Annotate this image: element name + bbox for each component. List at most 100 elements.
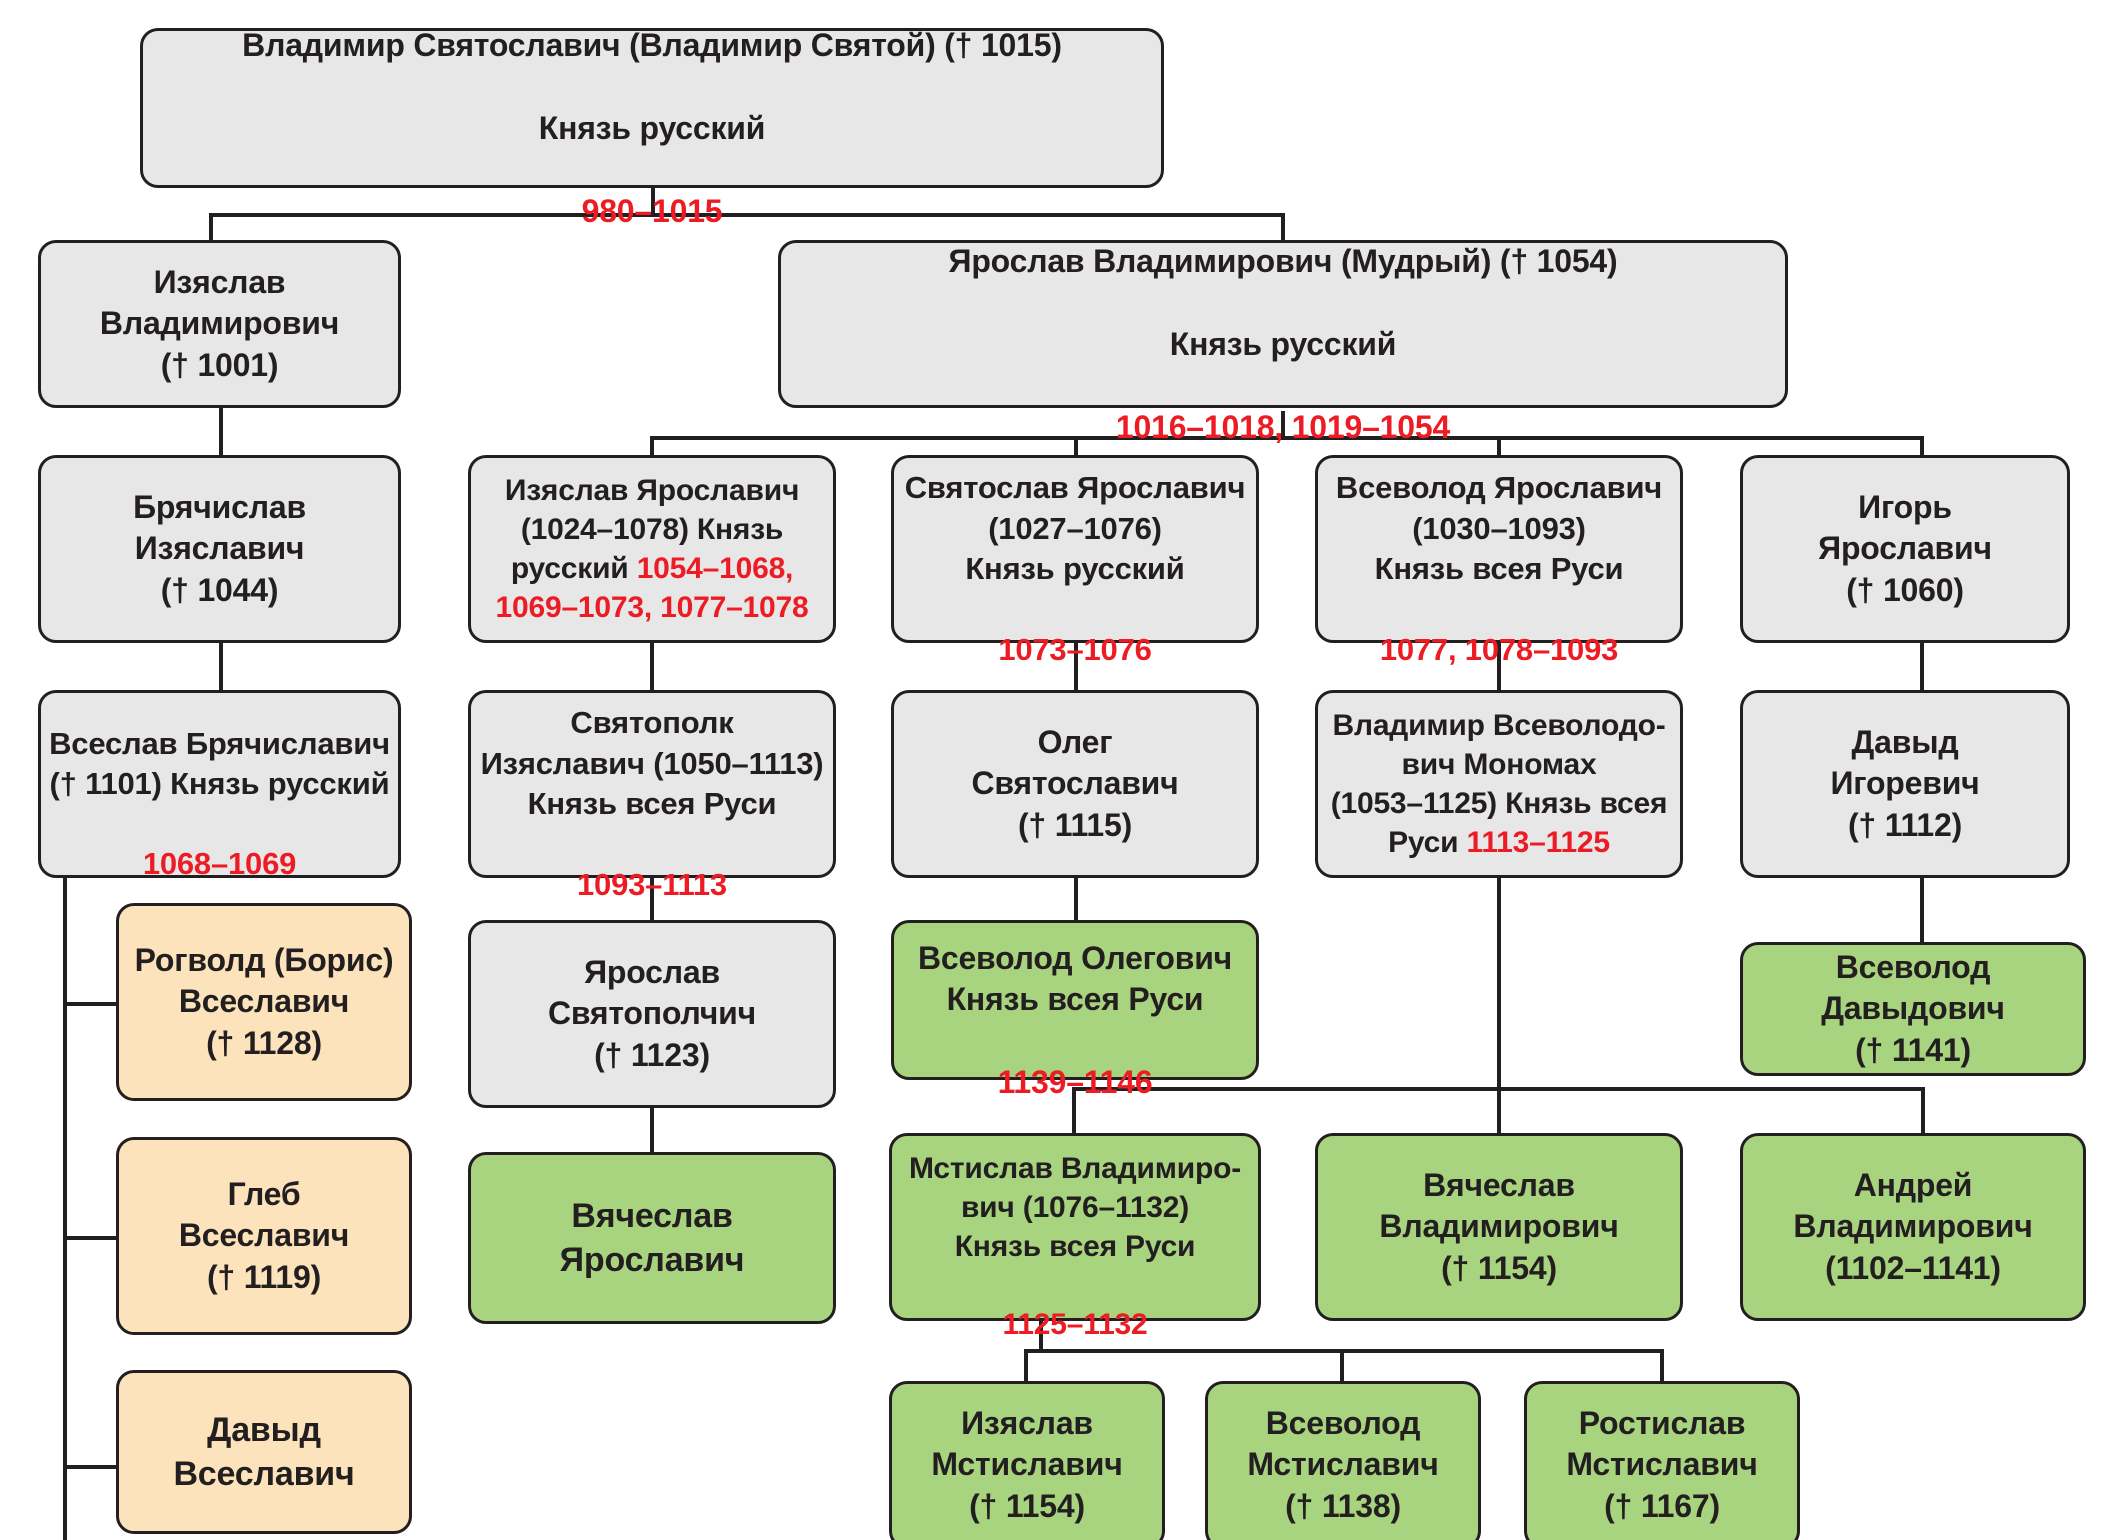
node-name: Святослав Ярославич (1027–1076) Князь ру… bbox=[904, 470, 1246, 586]
node-text: Владимир Всеволодо- вич Мономах (1053–11… bbox=[1326, 706, 1672, 862]
node-text: Святослав Ярославич (1027–1076) Князь ру… bbox=[902, 428, 1248, 670]
node-name: Брячислав Изяславич († 1044) bbox=[133, 488, 306, 608]
connector-to-igor-yar bbox=[1920, 436, 1924, 460]
node-rostislav-mstislavich[interactable]: Ростислав Мстиславич († 1167) bbox=[1524, 1381, 1800, 1540]
connector-vladimir-stem bbox=[651, 186, 655, 215]
node-gleb-vseslavich[interactable]: Глеб Всеславич († 1119) bbox=[116, 1137, 412, 1335]
node-name: Глеб Всеславич († 1119) bbox=[178, 1175, 350, 1295]
node-izyaslav-mstislavich[interactable]: Изяслав Мстиславич († 1154) bbox=[889, 1381, 1165, 1540]
node-rogvolod-boris-vseslavich[interactable]: Рогволд (Борис) Всеславич († 1128) bbox=[116, 903, 412, 1101]
node-name: Ярослав Святополчич († 1123) bbox=[547, 953, 757, 1073]
node-andrey-vladimirovich[interactable]: Андрей Владимирович (1102–1141) bbox=[1740, 1133, 2086, 1321]
connector-to-svyatoslav-yar bbox=[1074, 436, 1078, 460]
node-vsevolod-davydovich[interactable]: Всеволод Давыдович († 1141) bbox=[1740, 942, 2086, 1076]
node-vladimir-monomakh[interactable]: Владимир Всеволодо- вич Мономах (1053–11… bbox=[1315, 690, 1683, 878]
node-name: Давыд Игоревич († 1112) bbox=[1830, 723, 1980, 843]
node-name: Мстислав Владимиро- вич (1076–1132) Княз… bbox=[909, 1152, 1241, 1263]
node-reign: 1113–1125 bbox=[1466, 826, 1611, 859]
node-svyatopolk-izyaslavich[interactable]: Святополк Изяславич (1050–1113) Князь вс… bbox=[468, 690, 836, 902]
connector-vladimir-bus bbox=[209, 213, 1285, 217]
node-vsevolod-yaroslavich[interactable]: Всеволод Ярославич (1030–1093) Князь все… bbox=[1315, 455, 1683, 667]
node-izyaslav-yaroslavich[interactable]: Изяслав Ярославич (1024–1078) Князь русс… bbox=[468, 455, 836, 643]
connector-to-andreyvl bbox=[1921, 1087, 1925, 1135]
connector-to-mstislav bbox=[1072, 1087, 1076, 1135]
node-svyatoslav-yaroslavich[interactable]: Святослав Ярославич (1027–1076) Князь ру… bbox=[891, 455, 1259, 667]
node-name: Изяслав Владимирович († 1001) bbox=[99, 263, 340, 383]
node-vyacheslav-yaroslavich[interactable]: Вячеслав Ярославич bbox=[468, 1152, 836, 1324]
node-vseslav-bryachislavich[interactable]: Всеслав Брячиславич († 1101) Князь русск… bbox=[38, 690, 401, 881]
connector-svyatoslavyar-oleg bbox=[1074, 642, 1078, 692]
node-reign: 1068–1069 bbox=[142, 846, 297, 882]
node-yaroslav-vladimirovich[interactable]: Ярослав Владимирович (Мудрый) († 1054) К… bbox=[778, 240, 1788, 445]
connector-to-izyaslav-yar bbox=[650, 436, 654, 460]
connector-izyaslavyar-svyatopolk bbox=[650, 642, 654, 692]
connector-vseslav-vertical bbox=[63, 865, 67, 1540]
node-name: Владимир Всеволодо- вич Мономах (1053–11… bbox=[1330, 709, 1668, 859]
node-reign: 1073–1076 bbox=[998, 631, 1152, 667]
connector-mstislav-bus bbox=[1024, 1349, 1664, 1353]
node-bryachislav-izyaslavich[interactable]: Брячислав Изяславич († 1044) bbox=[38, 455, 401, 643]
node-title: Князь русский bbox=[1169, 326, 1397, 362]
node-izyaslav-vladimirovich[interactable]: Изяслав Владимирович († 1001) bbox=[38, 240, 401, 408]
node-name: Всеволод Олегович Князь всея Руси bbox=[917, 939, 1233, 1018]
node-igor-yaroslavich[interactable]: Игорь Ярославич († 1060) bbox=[1740, 455, 2070, 643]
node-reign: 1093–1113 bbox=[577, 866, 727, 902]
connector-izyaslavvl-bryachislav bbox=[219, 407, 223, 457]
connector-to-vsevolodmst bbox=[1340, 1349, 1344, 1383]
connector-bryachislav-vseslav bbox=[219, 642, 223, 692]
connector-vseslav-to-rogvolod bbox=[63, 1002, 118, 1006]
node-text: Святополк Изяславич (1050–1113) Князь вс… bbox=[479, 663, 825, 905]
connector-to-yaroslav bbox=[1281, 213, 1285, 242]
connector-igor-davyd bbox=[1920, 642, 1924, 692]
node-reign: 1054–1068, 1069–1073, 1077–1078 bbox=[495, 552, 809, 624]
node-yaroslav-svyatopolchich[interactable]: Ярослав Святополчич († 1123) bbox=[468, 920, 836, 1108]
node-reign: 1139–1146 bbox=[997, 1064, 1153, 1101]
node-name: Андрей Владимирович (1102–1141) bbox=[1793, 1166, 2033, 1286]
node-vladimir-svyatoslavich[interactable]: Владимир Святославич (Владимир Святой) (… bbox=[140, 27, 1164, 229]
node-name: Владимир Святославич (Владимир Святой) (… bbox=[242, 26, 1062, 63]
node-name: Давыд Всеславич bbox=[173, 1410, 355, 1493]
node-davyd-vseslavich[interactable]: Давыд Всеславич bbox=[116, 1370, 412, 1534]
connector-vseslav-to-davyd bbox=[63, 1465, 118, 1469]
node-name: Олег Святославич († 1115) bbox=[971, 723, 1179, 843]
node-oleg-svyatoslavich[interactable]: Олег Святославич († 1115) bbox=[891, 690, 1259, 878]
node-reign: 1016–1018, 1019–1054 bbox=[1115, 409, 1451, 446]
node-davyd-igorevich[interactable]: Давыд Игоревич († 1112) bbox=[1740, 690, 2070, 878]
node-text: Мстислав Владимиро- вич (1076–1132) Княз… bbox=[900, 1110, 1250, 1344]
node-name: Всеволод Мстиславич († 1138) bbox=[1247, 1404, 1439, 1524]
node-text: Изяслав Ярославич (1024–1078) Князь русс… bbox=[479, 471, 825, 627]
node-name: Вячеслав Владимирович († 1154) bbox=[1379, 1166, 1619, 1286]
node-text: Владимир Святославич (Владимир Святой) (… bbox=[151, 0, 1153, 233]
node-name: Изяслав Ярославич (1024–1078) Князь русс… bbox=[504, 474, 800, 585]
node-vsevolod-olegovich[interactable]: Всеволод Олегович Князь всея Руси 1139–1… bbox=[891, 920, 1259, 1100]
node-name: Всеслав Брячиславич († 1101) Князь русск… bbox=[49, 725, 390, 801]
connector-to-rostislavmst bbox=[1660, 1349, 1664, 1383]
connector-davydig-vsevoloddav bbox=[1920, 875, 1924, 944]
node-vyacheslav-vladimirovich[interactable]: Вячеслав Владимирович († 1154) bbox=[1315, 1133, 1683, 1321]
node-name: Святополк Изяславич (1050–1113) Князь вс… bbox=[480, 705, 824, 821]
node-title: Князь русский bbox=[538, 110, 766, 146]
node-name: Ростислав Мстиславич († 1167) bbox=[1566, 1404, 1758, 1524]
node-name: Всеволод Давыдович († 1141) bbox=[1821, 948, 2005, 1068]
connector-vseslav-to-gleb bbox=[63, 1236, 118, 1240]
connector-svyatopolk-yaroslavsv bbox=[650, 875, 654, 922]
connector-mstislav-stem bbox=[1039, 1320, 1043, 1352]
connector-yaroslavsv-vyacheslav bbox=[650, 1106, 654, 1154]
node-name: Игорь Ярославич († 1060) bbox=[1818, 488, 1992, 608]
node-text: Всеволод Олегович Князь всея Руси 1139–1… bbox=[902, 896, 1248, 1104]
node-text: Всеслав Брячиславич († 1101) Князь русск… bbox=[49, 683, 390, 884]
node-vsevolod-mstislavich[interactable]: Всеволод Мстиславич († 1138) bbox=[1205, 1381, 1481, 1540]
node-reign: 1077, 1078–1093 bbox=[1379, 631, 1619, 667]
connector-monomakh-stem bbox=[1497, 875, 1501, 1089]
connector-to-izyaslav-vladimirovich bbox=[209, 213, 213, 242]
node-name: Ярослав Владимирович (Мудрый) († 1054) bbox=[948, 242, 1618, 279]
node-mstislav-vladimirovich[interactable]: Мстислав Владимиро- вич (1076–1132) Княз… bbox=[889, 1133, 1261, 1341]
connector-to-vsevolod-yar bbox=[1497, 436, 1501, 460]
connector-vsevolodyar-monomakh bbox=[1497, 642, 1501, 692]
connector-to-vyacheslavvl bbox=[1497, 1087, 1501, 1135]
node-name: Вячеслав Ярославич bbox=[559, 1196, 745, 1279]
connector-yaroslav-stem bbox=[1281, 411, 1285, 438]
node-reign: 1125–1132 bbox=[1002, 1308, 1148, 1341]
node-name: Рогволд (Борис) Всеславич († 1128) bbox=[134, 941, 394, 1061]
